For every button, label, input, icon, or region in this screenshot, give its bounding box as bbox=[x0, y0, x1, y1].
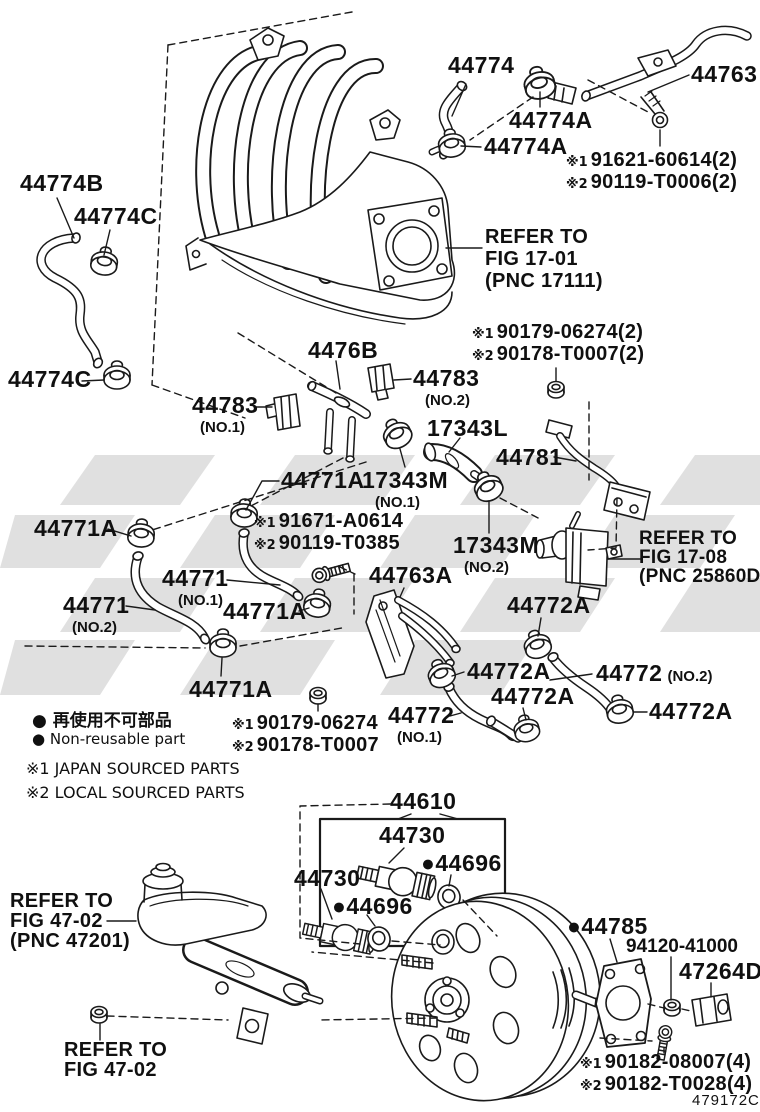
part-label-44774A-2: 44774A bbox=[484, 133, 568, 159]
part-label-44783-no1: 44783(NO.1) bbox=[192, 392, 259, 436]
part-label-44610: 44610 bbox=[390, 788, 457, 814]
part-label-44785: ●44785 bbox=[567, 913, 648, 939]
fitting-4476B bbox=[307, 380, 371, 463]
clamp-44771A-4 bbox=[209, 628, 237, 658]
part-label-44771A-3: 44771A bbox=[223, 598, 307, 624]
part-label-17343L: 17343L bbox=[427, 415, 509, 441]
part-label-44763A: 44763A bbox=[369, 562, 453, 588]
clamp-17343M-1 bbox=[376, 412, 417, 454]
valve-44730-1 bbox=[355, 865, 437, 901]
nut-90178 bbox=[547, 380, 565, 399]
part-label-44763: 44763 bbox=[691, 61, 758, 87]
intake-manifold bbox=[185, 27, 458, 325]
part-label-44771A-1: 44771A bbox=[34, 515, 118, 541]
hose-44774B bbox=[36, 232, 104, 369]
part-label-44730-1: 44730 bbox=[379, 822, 446, 848]
part-label-44774: 44774 bbox=[448, 52, 515, 78]
clamp-44771A-1 bbox=[126, 517, 156, 549]
part-label-44772A-c: 44772A bbox=[491, 683, 575, 709]
part-label-44783-no2: 44783(NO.2) bbox=[413, 365, 480, 409]
master-cylinder bbox=[137, 862, 324, 1045]
nut-94120 bbox=[663, 998, 681, 1017]
hose-44772-no2 bbox=[547, 652, 616, 715]
nut-master-cylinder bbox=[90, 1005, 108, 1024]
part-label-44772A-b: 44772A bbox=[467, 658, 551, 684]
hose-44772A-stub bbox=[485, 715, 523, 743]
part-label-17343M-no2: 17343M(NO.2) bbox=[453, 532, 540, 576]
hose-44771-no1 bbox=[238, 528, 304, 602]
part-label-44781: 44781 bbox=[496, 444, 563, 470]
bracket-44763A bbox=[365, 589, 461, 679]
part-label-4476B: 4476B bbox=[308, 337, 379, 363]
valve-44730-2 bbox=[301, 922, 377, 955]
clamp-44774C-2 bbox=[103, 360, 131, 390]
part-label-44771A-2: 44771A bbox=[281, 467, 365, 493]
part-label-44696-2: ●44696 bbox=[332, 893, 413, 919]
pipe-44781 bbox=[545, 419, 651, 521]
part-label-44771-no1: 44771(NO.1) bbox=[162, 565, 229, 609]
brake-booster bbox=[390, 892, 609, 1102]
part-label-44771A-4: 44771A bbox=[189, 676, 273, 702]
legend-local-sourced: ※2 LOCAL SOURCED PARTS bbox=[26, 783, 245, 802]
nut-90179b bbox=[309, 686, 327, 705]
part-label-44772A-a: 44772A bbox=[507, 592, 591, 618]
legend-non-reusable-jp: ● 再使用不可部品 bbox=[32, 711, 172, 731]
dashed-lines bbox=[24, 11, 692, 1042]
part-label-94120-41000: 94120-41000 bbox=[626, 936, 738, 957]
hose-44771-no2 bbox=[130, 551, 211, 645]
part-label-44730-2: 44730 bbox=[294, 865, 361, 891]
part-label-44772-no2: 44772(NO.2) bbox=[596, 660, 713, 686]
clamp-47264D bbox=[691, 993, 732, 1027]
part-label-17343M-no1: 17343M(NO.1) bbox=[362, 467, 449, 511]
gasket-44785 bbox=[595, 958, 652, 1048]
connector-44783-no1 bbox=[265, 393, 301, 431]
vsv-valve bbox=[535, 511, 623, 601]
pipe-44763 bbox=[547, 25, 752, 105]
clamp-44772A-d bbox=[602, 691, 636, 727]
part-label-44774C-1: 44774C bbox=[74, 203, 158, 229]
part-label-44772-no1: 44772(NO.1) bbox=[388, 702, 455, 746]
part-label-44772A-d: 44772A bbox=[649, 698, 733, 724]
leader-lines bbox=[56, 74, 712, 1054]
clamp-44774C-1 bbox=[88, 244, 121, 278]
clamp-44774A-2 bbox=[435, 126, 468, 160]
part-label-44771-no2: 44771(NO.2) bbox=[63, 592, 130, 636]
drawing-number: 479172C bbox=[692, 1092, 760, 1109]
connector-44783-no2 bbox=[367, 363, 395, 401]
legend-non-reusable-en: ● Non-reusable part bbox=[32, 730, 186, 748]
stud-91621 bbox=[640, 90, 669, 129]
legend-japan-sourced: ※1 JAPAN SOURCED PARTS bbox=[26, 759, 240, 778]
part-label-44696-1: ●44696 bbox=[421, 850, 502, 876]
part-label-44774C-2: 44774C bbox=[8, 366, 92, 392]
part-label-44774B: 44774B bbox=[20, 170, 104, 196]
part-label-44774A-1: 44774A bbox=[509, 107, 593, 133]
part-label-47264D: 47264D bbox=[679, 958, 760, 984]
